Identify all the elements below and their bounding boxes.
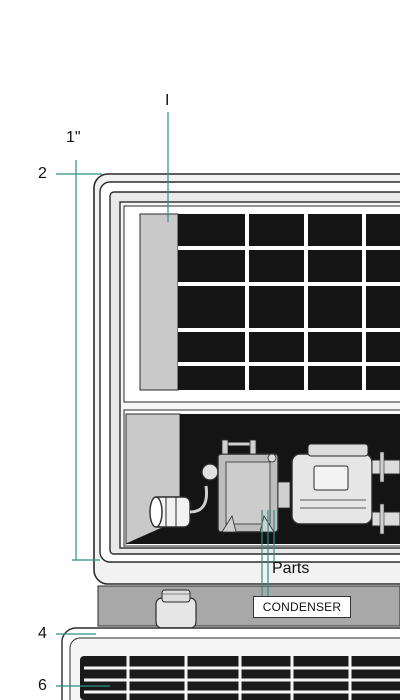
lower-band (97, 585, 400, 629)
capacitor-cylinder (149, 463, 219, 528)
label-2: 2 (38, 165, 47, 182)
bottom-housing (61, 627, 400, 700)
label-condenser: CONDENSER (253, 596, 351, 618)
label-4: 4 (38, 625, 47, 642)
bottle (155, 589, 197, 629)
label-parts: Parts (272, 560, 310, 577)
coil-panel (123, 205, 400, 403)
label-6: 6 (38, 677, 47, 694)
coil-grid-lines (178, 214, 400, 390)
vent-slats (84, 656, 400, 700)
label-dimension: 1" (66, 129, 81, 146)
fan-motor (291, 443, 400, 535)
label-top-marker: I (165, 92, 170, 109)
parts-compartment (123, 409, 400, 547)
leader-lines (56, 112, 275, 687)
compressor-box (217, 439, 291, 533)
